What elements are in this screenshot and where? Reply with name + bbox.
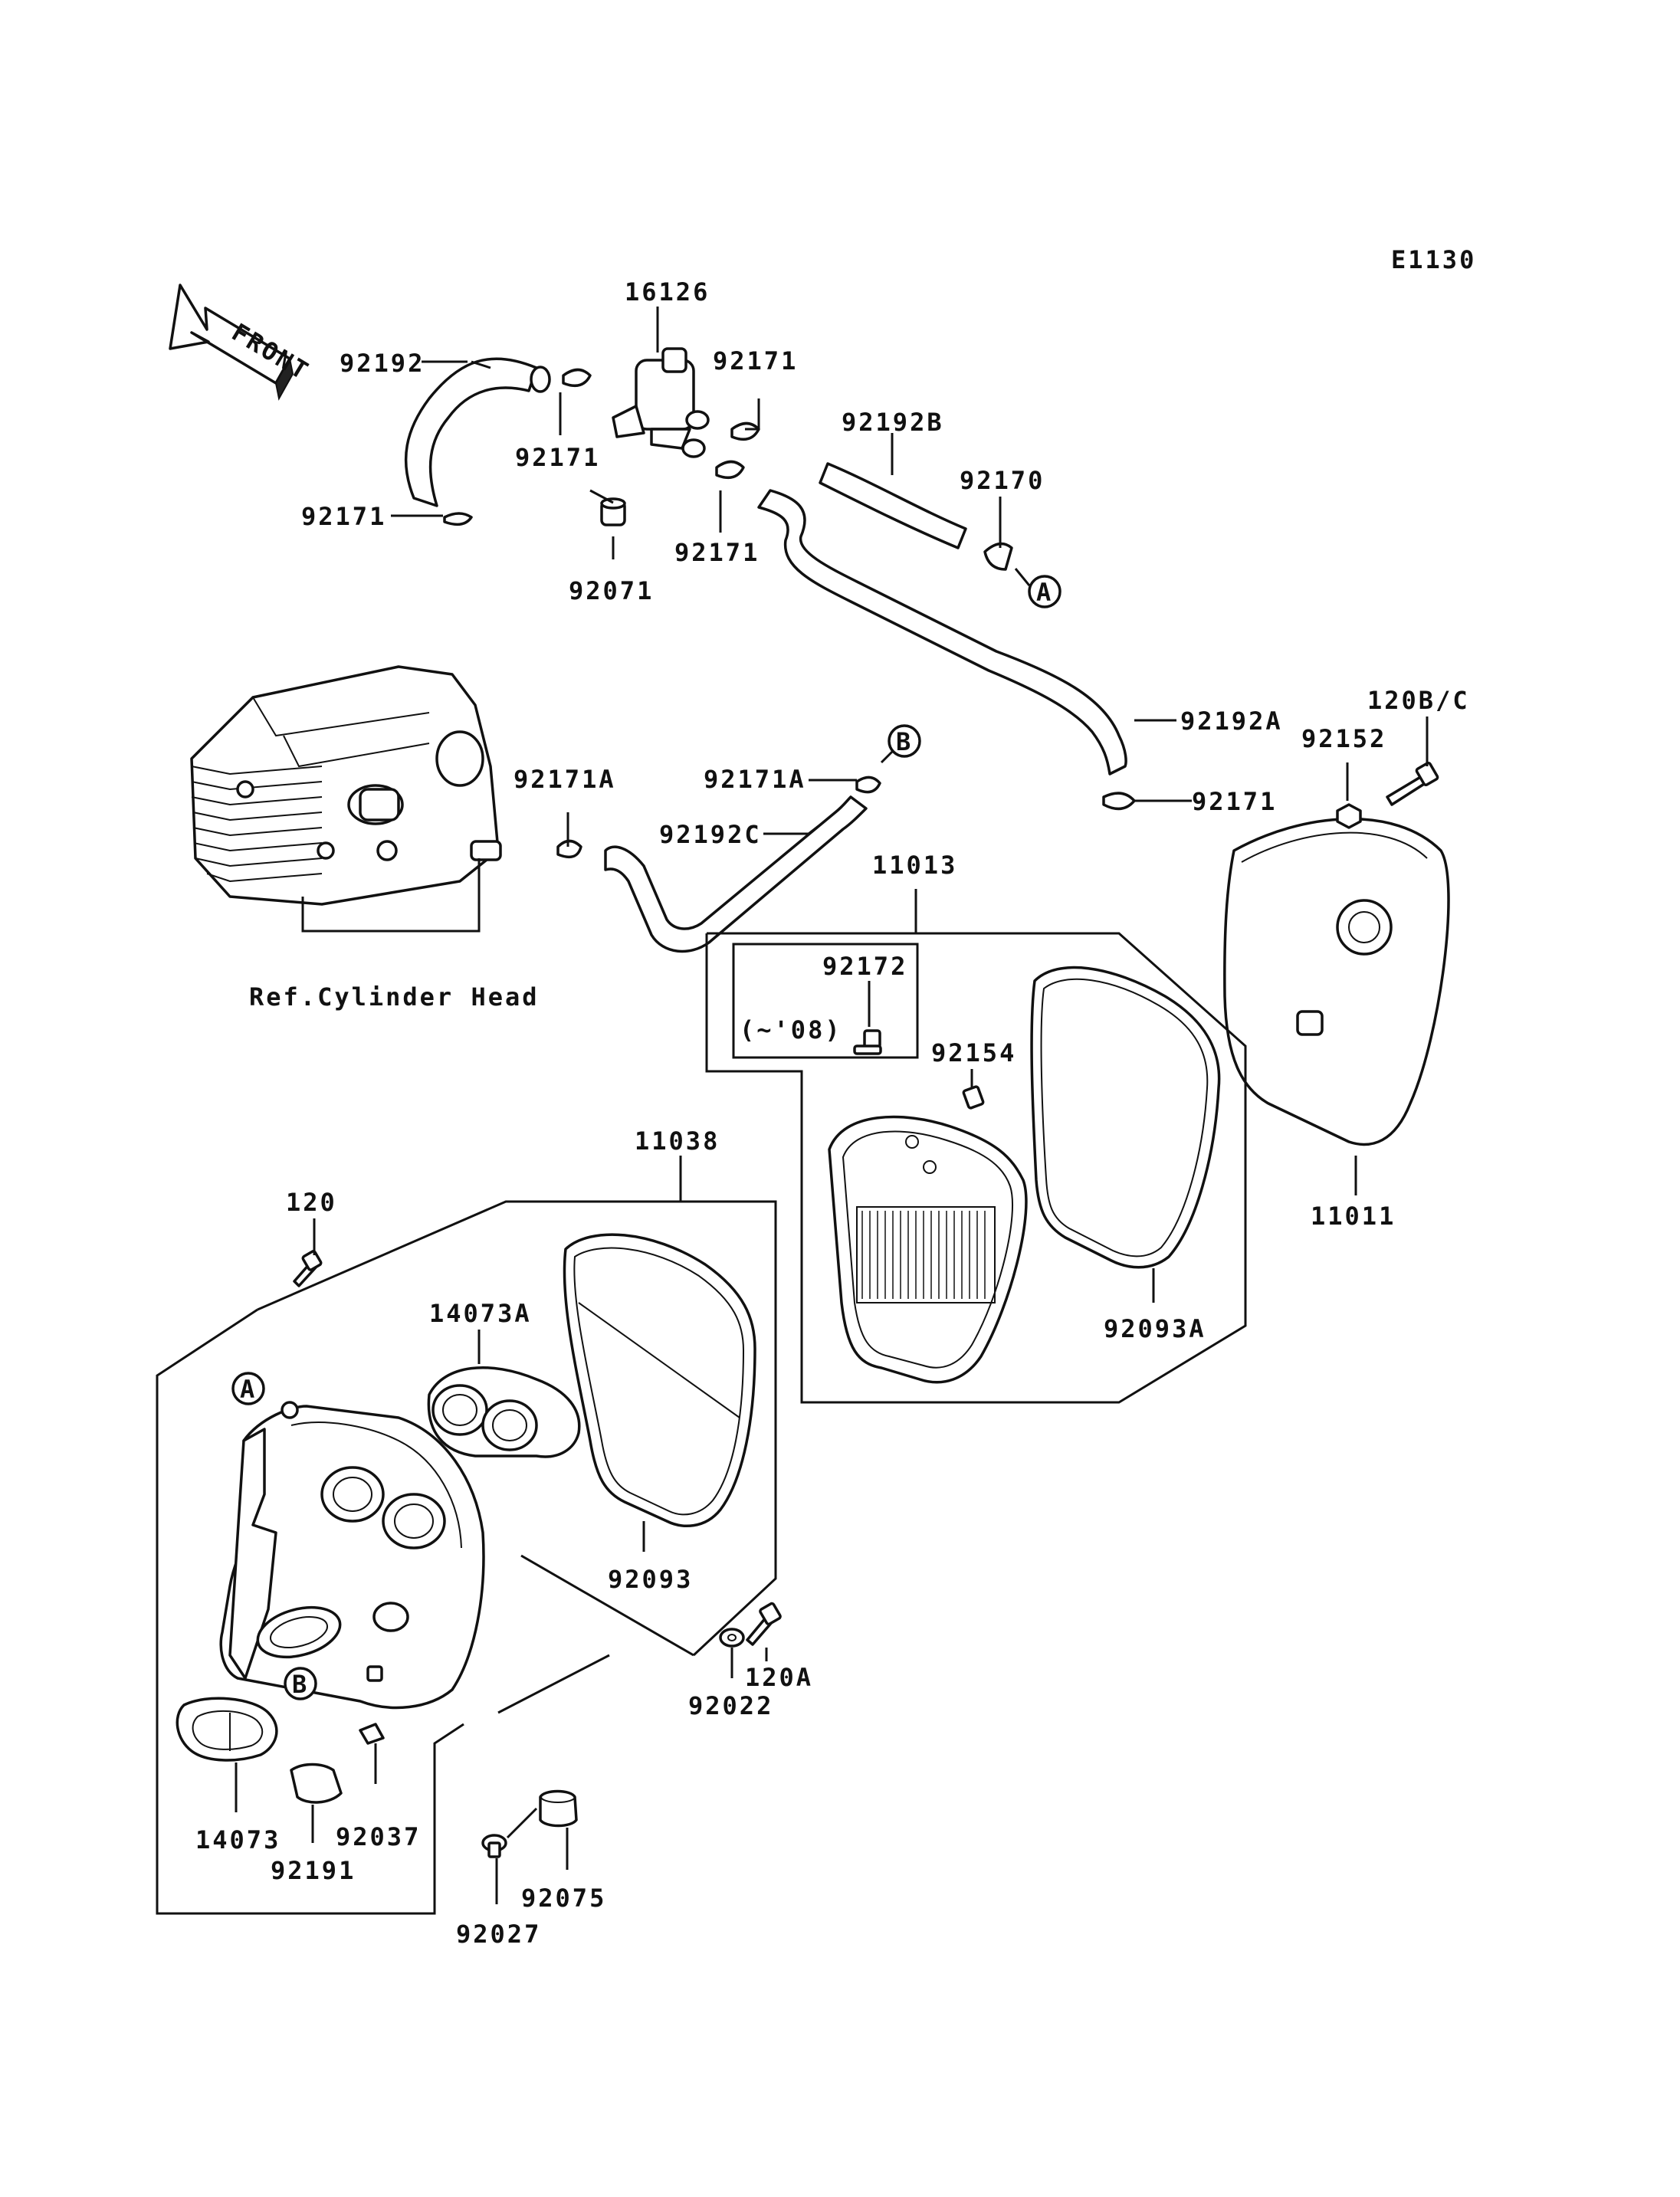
bolt-120 [293,1250,323,1287]
clamp-92170 [983,542,1013,571]
hose-92192B [819,462,967,549]
label-92152: 92152 [1301,724,1386,753]
clamp-icon [443,368,760,526]
screw-92172 [853,1029,882,1055]
bolt-92027 [481,1834,507,1858]
front-arrow-icon: FRONT [169,284,315,401]
hose-92192A [757,489,1127,776]
svg-text:A: A [1036,578,1053,607]
label-92037: 92037 [336,1822,421,1851]
nut-92152 [1336,803,1362,829]
grommet-92075 [539,1789,578,1828]
label-92171: 92171 [674,538,760,567]
label-92191: 92191 [271,1856,356,1885]
clamp-icon [556,776,881,859]
hose-92192C [604,795,868,953]
circle-b-icon: B [888,724,921,758]
label-92170: 92170 [960,466,1045,495]
label-120BC: 120B/C [1367,686,1470,715]
drain-14073 [176,1697,278,1762]
ref-bracket [301,858,481,933]
group-11038-outline [257,1200,777,1657]
part-labels: 16126 92192 92171 92192B 92170 92171 921… [195,277,1470,1949]
label-11038: 11038 [635,1126,720,1156]
backplate-11038 [219,1401,485,1710]
circle-a-icon: A [231,1372,265,1405]
label-92171A: 92171A [514,765,616,794]
label-92171: 92171 [713,346,798,375]
grommet-92071 [600,497,626,526]
lower-group-outline-2 [497,1654,610,1714]
label-92154: 92154 [931,1038,1016,1067]
gasket-92093 [563,1233,756,1527]
washer-92022 [719,1628,745,1648]
label-92171: 92171 [515,443,600,472]
range-note: (~'08) [740,1015,842,1044]
valve-16126 [612,347,710,458]
plug-92191 [290,1763,343,1804]
label-92093A: 92093A [1104,1314,1206,1343]
label-14073: 14073 [195,1825,281,1854]
label-92192A: 92192A [1180,707,1283,736]
label-11011: 11011 [1311,1202,1396,1231]
screw-92154 [962,1085,985,1110]
label-92027: 92027 [456,1920,541,1949]
clamp-icon [1102,792,1136,811]
ref-label: Ref.Cylinder Head [249,982,540,1012]
cover-11011 [1223,818,1450,1146]
box-92172 [732,943,919,1059]
label-92022: 92022 [688,1691,773,1720]
label-92093: 92093 [608,1565,693,1594]
label-92192: 92192 [340,349,425,378]
label-92192C: 92192C [659,820,762,849]
circle-b-icon: B [284,1667,317,1700]
nipple-fitting [470,840,502,861]
svg-text:B: B [896,727,913,756]
label-92171: 92171 [301,502,386,531]
label-92172: 92172 [822,952,907,981]
svg-text:A: A [240,1375,257,1404]
bolt-120BC [1386,761,1439,806]
label-16126: 16126 [625,277,710,307]
label-92171: 92171 [1192,787,1277,816]
group-11013-outline [705,932,1247,1404]
lower-group-outline [156,1308,464,1915]
gasket-92093A [1030,966,1221,1269]
label-11013: 11013 [872,851,957,880]
bolt-120A [746,1602,782,1646]
element-11013 [828,1115,1028,1384]
circle-a-icon: A [1028,575,1061,608]
label-92071: 92071 [569,576,654,605]
label-120: 120 [286,1188,337,1217]
cylinder-head [190,665,500,906]
hose-92192 [404,357,551,507]
diagram-code: E1130 [1391,245,1476,274]
duct-14073A [427,1366,581,1458]
svg-text:B: B [292,1670,309,1699]
leader-lines [235,307,1429,1904]
label-92171A: 92171A [704,765,806,794]
clip-92037 [359,1723,385,1745]
label-92192B: 92192B [842,408,944,437]
label-92075: 92075 [521,1884,606,1913]
label-120A: 120A [745,1663,813,1692]
label-14073A: 14073A [429,1299,532,1328]
group-11038-outline-lower [520,1554,694,1657]
